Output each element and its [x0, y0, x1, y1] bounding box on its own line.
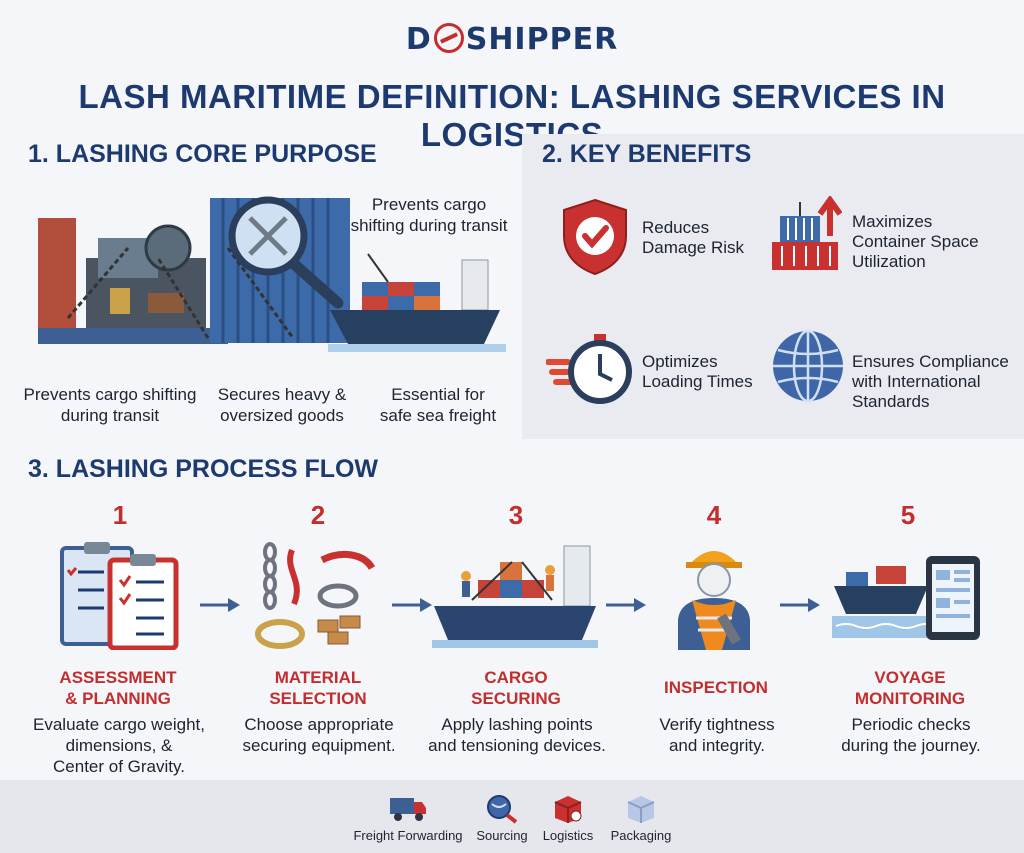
step-5-number: 5: [900, 500, 916, 530]
footer-item-sourcing[interactable]: Sourcing: [466, 794, 538, 843]
ship-loading-icon: [432, 540, 598, 652]
box-icon: [554, 796, 582, 823]
benefit-damage-risk: Reduces Damage Risk: [642, 218, 745, 257]
caption-heavy-goods: Secures heavy & oversized goods: [217, 385, 347, 425]
step-1-desc: Evaluate cargo weight, dimensions, & Cen…: [33, 715, 205, 776]
clipboard-icon: [58, 540, 180, 650]
container-stack-icon: [770, 196, 842, 274]
shield-check-icon: [560, 198, 630, 276]
cargo-illustration: [28, 188, 358, 368]
step-5-title: VOYAGE MONITORING: [854, 668, 966, 708]
step-1-title: ASSESSMENT & PLANNING: [59, 668, 177, 708]
flow-arrow-4: [778, 596, 822, 614]
footer-label: Sourcing: [476, 828, 528, 843]
step-3-desc: Apply lashing points and tensioning devi…: [428, 715, 606, 755]
benefit-loading-times: Optimizes Loading Times: [642, 352, 753, 391]
step-4-title: INSPECTION: [664, 678, 768, 697]
package-icon: [627, 796, 655, 823]
ship-tablet-icon: [832, 552, 982, 652]
ship-illustration: [328, 252, 506, 362]
benefit-container-space: Maximizes Container Space Utilization: [852, 212, 979, 271]
callout-line: Prevents cargo shifting during transit: [350, 195, 508, 235]
caption-safe-freight: Essential for safe sea freight: [379, 385, 497, 425]
inspector-icon: [668, 540, 760, 652]
step-4-number: 4: [706, 500, 722, 530]
truck-icon: [390, 798, 426, 821]
step-2-title: MATERIAL SELECTION: [269, 668, 367, 708]
brand-suffix: SHIPPER: [465, 22, 619, 57]
magnifier-globe-icon: [487, 795, 518, 824]
footer-label: Logistics: [542, 828, 594, 843]
footer-label: Freight Forwarding: [353, 828, 463, 843]
caption-shifting: Prevents cargo shifting during transit: [23, 385, 197, 425]
stopwatch-icon: [546, 332, 632, 404]
benefit-compliance: Ensures Compliance with International St…: [852, 352, 1009, 411]
flow-arrow-1: [198, 596, 242, 614]
section1-title: 1. LASHING CORE PURPOSE: [28, 140, 377, 168]
footer-item-packaging[interactable]: Packaging: [606, 794, 676, 843]
footer-label: Packaging: [610, 828, 672, 843]
step-3-title: CARGO SECURING: [471, 668, 561, 708]
step-2-number: 2: [310, 500, 326, 530]
section3-title: 3. LASHING PROCESS FLOW: [28, 455, 379, 483]
brand-logo: D SHIPPER: [0, 22, 1024, 57]
footer-item-freight[interactable]: Freight Forwarding: [352, 794, 464, 843]
section2-title: 2. KEY BENEFITS: [542, 140, 752, 168]
step-3-number: 3: [508, 500, 524, 530]
step-1-number: 1: [112, 500, 128, 530]
flow-arrow-2: [390, 596, 434, 614]
lashing-gear-icon: [252, 540, 382, 652]
callout-text: Prevents cargo shifting during transit: [345, 194, 513, 236]
globe-plane-icon: [433, 23, 464, 53]
step-2-desc: Choose appropriate securing equipment.: [242, 715, 396, 755]
footer-item-logistics[interactable]: Logistics: [536, 794, 600, 843]
brand-prefix: D: [405, 22, 432, 57]
flow-arrow-3: [604, 596, 648, 614]
step-5-desc: Periodic checks during the journey.: [841, 715, 981, 755]
step-4-desc: Verify tightness and integrity.: [659, 715, 775, 755]
footer-bar: Freight Forwarding Sourcing Logistics Pa…: [0, 780, 1024, 853]
globe-icon: [770, 328, 846, 404]
